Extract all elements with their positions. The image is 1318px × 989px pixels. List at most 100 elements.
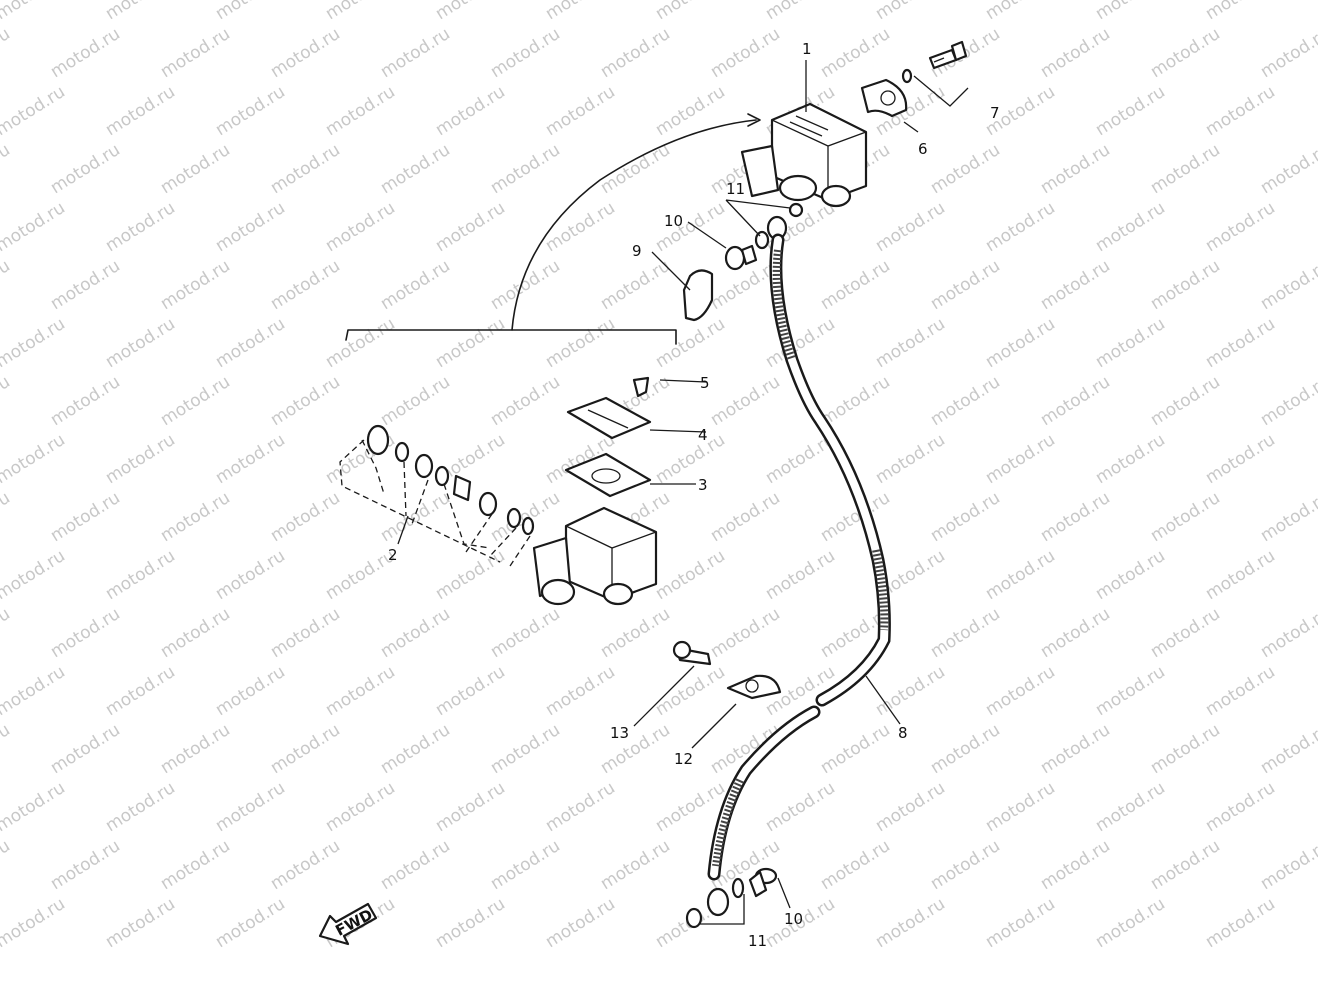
callout-11-lower: 11	[748, 932, 767, 950]
watermark-text: motod.ru	[542, 198, 619, 256]
watermark-text: motod.ru	[487, 836, 564, 894]
watermark-text: motod.ru	[1202, 546, 1279, 604]
watermark-text: motod.ru	[157, 720, 234, 778]
watermark-text: motod.ru	[157, 604, 234, 662]
watermark-text: motod.ru	[1257, 488, 1318, 546]
watermark-text: motod.ru	[267, 24, 344, 82]
watermark-text: motod.ru	[102, 314, 179, 372]
watermark-text: motod.ru	[432, 0, 509, 24]
watermark-text: motod.ru	[927, 372, 1004, 430]
watermark-text: motod.ru	[212, 314, 289, 372]
watermark-text: motod.ru	[102, 546, 179, 604]
watermark-text: motod.ru	[377, 372, 454, 430]
watermark-text: motod.ru	[0, 778, 69, 836]
watermark-text: motod.ru	[47, 720, 124, 778]
watermark-text: motod.ru	[157, 372, 234, 430]
watermark-text: motod.ru	[982, 778, 1059, 836]
callout-11-upper: 11	[726, 180, 745, 198]
watermark-text: motod.ru	[0, 894, 69, 952]
master-cylinder-assembly	[740, 102, 868, 208]
watermark-text: motod.ru	[1257, 604, 1318, 662]
watermark-text: motod.ru	[0, 662, 69, 720]
watermark-text: motod.ru	[1092, 314, 1169, 372]
watermark-text: motod.ru	[377, 836, 454, 894]
watermark-text: motod.ru	[322, 198, 399, 256]
watermark-text: motod.ru	[432, 198, 509, 256]
watermark-text: motod.ru	[652, 546, 729, 604]
watermark-text: motod.ru	[212, 546, 289, 604]
watermark-text: motod.ru	[0, 198, 69, 256]
watermark-text: motod.ru	[927, 836, 1004, 894]
watermark-text: motod.ru	[1092, 894, 1169, 952]
watermark-text: motod.ru	[487, 140, 564, 198]
watermark-text: motod.ru	[322, 82, 399, 140]
callout-7: 7	[990, 104, 1000, 122]
watermark-text: motod.ru	[1092, 662, 1169, 720]
watermark-text: motod.ru	[652, 0, 729, 24]
watermark-text: motod.ru	[1147, 24, 1224, 82]
watermark-text: motod.ru	[872, 198, 949, 256]
watermark-text: motod.ru	[1257, 140, 1318, 198]
watermark-text: motod.ru	[1037, 720, 1114, 778]
watermark-text: motod.ru	[267, 256, 344, 314]
watermark-text: motod.ru	[597, 720, 674, 778]
watermark-text: motod.ru	[377, 604, 454, 662]
watermark-text: motod.ru	[652, 314, 729, 372]
watermark-text: motod.ru	[1037, 24, 1114, 82]
watermark-text: motod.ru	[542, 778, 619, 836]
watermark-text: motod.ru	[1202, 430, 1279, 488]
watermark-text: motod.ru	[0, 720, 14, 778]
watermark-text: motod.ru	[267, 372, 344, 430]
watermark-text: motod.ru	[47, 140, 124, 198]
hose-guide-clamp	[672, 640, 782, 700]
watermark-text: motod.ru	[0, 546, 69, 604]
watermark-text: motod.ru	[0, 488, 14, 546]
watermark-text: motod.ru	[212, 662, 289, 720]
watermark-text: motod.ru	[0, 140, 14, 198]
exploded-master-cylinder	[339, 376, 658, 606]
watermark-text: motod.ru	[597, 604, 674, 662]
watermark-text: motod.ru	[487, 604, 564, 662]
watermark-text: motod.ru	[1147, 720, 1224, 778]
watermark-text: motod.ru	[47, 604, 124, 662]
watermark-text: motod.ru	[377, 24, 454, 82]
watermark-text: motod.ru	[157, 24, 234, 82]
watermark-text: motod.ru	[597, 256, 674, 314]
callout-labels: 1 2 3 4 5 6 7 8 9 10 10 11 11 12 13	[388, 40, 1000, 950]
callout-5: 5	[700, 374, 710, 392]
watermark-text: motod.ru	[927, 140, 1004, 198]
watermark-text: motod.ru	[432, 82, 509, 140]
callout-13: 13	[610, 724, 629, 742]
watermark-text: motod.ru	[1037, 140, 1114, 198]
watermark-text: motod.ru	[47, 256, 124, 314]
watermark-text: motod.ru	[982, 430, 1059, 488]
watermark-text: motod.ru	[1092, 82, 1169, 140]
watermark-text: motod.ru	[0, 314, 69, 372]
watermark-text: motod.ru	[432, 778, 509, 836]
watermark-text: motod.ru	[1202, 0, 1279, 24]
watermark-text: motod.ru	[102, 778, 179, 836]
watermark-text: motod.ru	[432, 894, 509, 952]
watermark-text: motod.ru	[1147, 140, 1224, 198]
watermark-text: motod.ru	[872, 314, 949, 372]
watermark-text: motod.ru	[542, 82, 619, 140]
watermark-text: motod.ru	[982, 546, 1059, 604]
callout-6: 6	[918, 140, 928, 158]
watermark-text: motod.ru	[652, 662, 729, 720]
watermark-text: motod.ru	[47, 488, 124, 546]
watermark-text: motod.ru	[267, 488, 344, 546]
brake-hose	[706, 233, 891, 917]
watermark-text: motod.ru	[102, 662, 179, 720]
watermark-text: motod.ru	[487, 720, 564, 778]
watermark-text: motod.ru	[157, 256, 234, 314]
watermark-text: motod.ru	[157, 836, 234, 894]
watermark-text: motod.ru	[157, 140, 234, 198]
banjo-bolt-lower	[685, 867, 778, 929]
watermark-text: motod.ru	[322, 778, 399, 836]
watermark-text: motod.ru	[432, 314, 509, 372]
watermark-text: motod.ru	[1257, 836, 1318, 894]
watermark-text: motod.ru	[872, 662, 949, 720]
callout-12: 12	[674, 750, 693, 768]
watermark-text: motod.ru	[1147, 604, 1224, 662]
watermark-text: motod.ru	[487, 488, 564, 546]
